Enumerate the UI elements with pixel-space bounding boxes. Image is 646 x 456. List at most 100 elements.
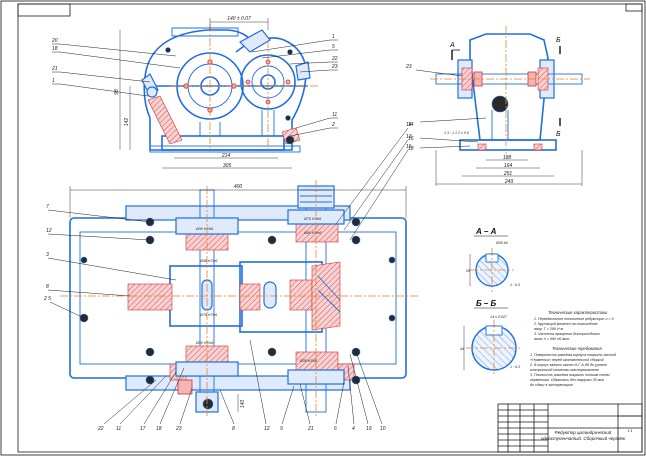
- top-flange: [171, 27, 239, 37]
- notes-title-characteristics: Технические характеристики: [548, 310, 608, 315]
- lid-handle: [235, 45, 245, 53]
- section-mark-b-top: Б: [556, 37, 561, 44]
- svg-text:8: 8: [232, 426, 235, 432]
- base-plate: [149, 145, 301, 153]
- front-view-labels-right: 1 5 22 23 11 2: [251, 34, 338, 137]
- svg-text:10: 10: [380, 426, 386, 432]
- notes-title-requirements: Технические требования: [552, 346, 602, 351]
- svg-text:Ø48 H7/n6: Ø48 H7/n6: [199, 259, 217, 263]
- svg-text:1. Передаточное отношение реду: 1. Передаточное отношение редуктора: u =…: [534, 317, 614, 321]
- svg-text:251: 251: [503, 171, 513, 177]
- dim-axis-height: 142: [124, 118, 130, 127]
- svg-text:Ø38 H7/k6: Ø38 H7/k6: [299, 359, 317, 363]
- section-a-a: А – А Ø30 k6 28 1 : 6.3: [465, 227, 520, 292]
- svg-text:16: 16: [408, 136, 414, 142]
- lifting-lug-right: [295, 61, 311, 81]
- svg-text:21: 21: [307, 426, 314, 432]
- svg-text:19: 19: [366, 426, 372, 432]
- svg-text:21: 21: [51, 66, 58, 72]
- main-view: 400 140 Ø30 H7/k6 Ø75 H7/k6 Ø60 H7/n6 Ø4…: [43, 122, 420, 432]
- svg-text:8: 8: [46, 284, 49, 290]
- drain-plug: [285, 135, 295, 145]
- key-gear: [263, 281, 277, 309]
- side-note: 1 3 : 1 1 2 ± 0.5: [444, 131, 469, 135]
- svg-text:Ø75 H7/k6: Ø75 H7/k6: [303, 217, 321, 221]
- svg-text:4: 4: [352, 426, 355, 432]
- inspection-lid: [239, 29, 271, 53]
- housing-bolts: [79, 217, 396, 385]
- side-foot-right: [533, 143, 543, 151]
- svg-text:6: 6: [334, 426, 337, 432]
- gear-hub-left: [239, 283, 261, 311]
- svg-text:до сдачи в эксплуатацию: до сдачи в эксплуатацию: [530, 383, 573, 387]
- svg-text:23: 23: [331, 64, 338, 70]
- svg-text:1 : 6.3: 1 : 6.3: [510, 365, 520, 369]
- dim-base-length: 214: [221, 153, 231, 159]
- svg-text:Ø30 H7/n6: Ø30 H7/n6: [195, 341, 213, 345]
- svg-text:герметика. Обкатать без нагруз: герметика. Обкатать без нагрузки 30 мин: [530, 378, 604, 382]
- svg-text:1: 1: [52, 78, 55, 84]
- housing-base: [161, 135, 285, 151]
- svg-text:44: 44: [460, 347, 464, 351]
- svg-text:1 : 6.3: 1 : 6.3: [510, 283, 520, 287]
- section-mark-a: А: [449, 42, 455, 49]
- svg-text:5: 5: [332, 44, 335, 50]
- title-block-name-1: Редуктор цилиндрический: [555, 429, 612, 435]
- technical-notes: Технические характеристики 1. Передаточн…: [529, 310, 616, 387]
- svg-text:2. В корпус залить масло И-Г-А: 2. В корпус залить масло И-Г-А-68 до уро…: [529, 363, 607, 367]
- main-labels-bottom: 22 11 17 18 23 8 12 9 21 6 4 19 10: [97, 339, 386, 432]
- svg-text:7: 7: [46, 204, 49, 210]
- svg-text:20: 20: [51, 38, 58, 44]
- side-view-labels: 23 14 16 18 1 3 : 1 1 2 ± 0.5: [405, 64, 487, 152]
- svg-text:Ø75 H7/k6: Ø75 H7/k6: [199, 313, 217, 317]
- svg-text:валу: Т = 299 Н·м: валу: Т = 299 Н·м: [534, 327, 564, 331]
- svg-text:1. Поверхности разъёма корпуса: 1. Поверхности разъёма корпуса покрыть п…: [530, 353, 616, 357]
- svg-text:Ø30 H7/k6: Ø30 H7/k6: [195, 227, 213, 231]
- dim-main-length: 400: [234, 184, 243, 190]
- svg-text:контрольной отметки маслоуказа: контрольной отметки маслоуказателя: [530, 368, 599, 372]
- svg-text:18: 18: [156, 426, 162, 432]
- svg-text:9: 9: [280, 426, 283, 432]
- svg-text:22: 22: [97, 426, 104, 432]
- svg-text:11: 11: [116, 426, 121, 432]
- oil-gauge: [177, 379, 193, 395]
- corner-stamp: [17, 3, 71, 17]
- gear-hub-right: [289, 279, 313, 311]
- main-labels-left: 7 12 3 8 2 5: [43, 204, 177, 319]
- main-labels-top: 14 13 15: [335, 122, 412, 241]
- section-b-b: Б – Б 14 ± 0.027 44 1 : 6.3: [460, 299, 522, 376]
- svg-text:2. Крутящий момент на тихоходн: 2. Крутящий момент на тихоходном: [533, 322, 598, 326]
- dim-shaft-length: 140: [240, 400, 246, 409]
- side-housing: [469, 33, 549, 141]
- svg-text:164: 164: [504, 163, 513, 169]
- svg-text:18: 18: [52, 46, 58, 52]
- svg-text:14 ± 0.027: 14 ± 0.027: [490, 315, 508, 319]
- svg-text:17: 17: [140, 426, 146, 432]
- svg-text:14: 14: [408, 122, 414, 128]
- side-view: А Б Б 188 164 251 24: [405, 26, 590, 186]
- section-b-title: Б – Б: [476, 299, 497, 308]
- svg-text:Ø30 k6: Ø30 k6: [495, 241, 508, 245]
- svg-text:12: 12: [264, 426, 270, 432]
- svg-text:13: 13: [406, 134, 412, 140]
- svg-text:вала: n = 960 об./мин: вала: n = 960 об./мин: [534, 337, 569, 341]
- svg-text:«Герметик» перед окончательной: «Герметик» перед окончательной сборкой: [530, 358, 604, 362]
- fit-labels: Ø30 H7/k6 Ø75 H7/k6 Ø60 H7/n6 Ø48 H7/n6 …: [195, 217, 321, 363]
- sheet-number-box: [625, 3, 643, 12]
- front-view-labels-left: 20 18 21 1: [51, 38, 181, 97]
- svg-text:3. Плоскость разъёма покрыть т: 3. Плоскость разъёма покрыть тонким слое…: [530, 373, 610, 377]
- title-block-scale: 1:1: [628, 429, 633, 433]
- svg-text:23: 23: [405, 64, 412, 70]
- pinion-hub-section: [127, 283, 173, 311]
- dim-overall-length: 305: [223, 163, 232, 169]
- title-block: Редуктор цилиндрический одноступенчатый.…: [497, 403, 643, 453]
- housing-ribs: [199, 110, 275, 136]
- title-block-name-2: одноступенчатый. Сборочный чертёж: [541, 435, 626, 441]
- dim-center-distance: 140 ± 0.07: [227, 16, 251, 22]
- svg-text:23: 23: [175, 426, 182, 432]
- svg-text:3. Частота вращения быстроходн: 3. Частота вращения быстроходного: [534, 332, 600, 336]
- svg-text:15: 15: [406, 144, 412, 150]
- drawing-frame: [17, 3, 643, 453]
- svg-text:3: 3: [46, 252, 49, 258]
- side-output-shaft: [491, 95, 509, 113]
